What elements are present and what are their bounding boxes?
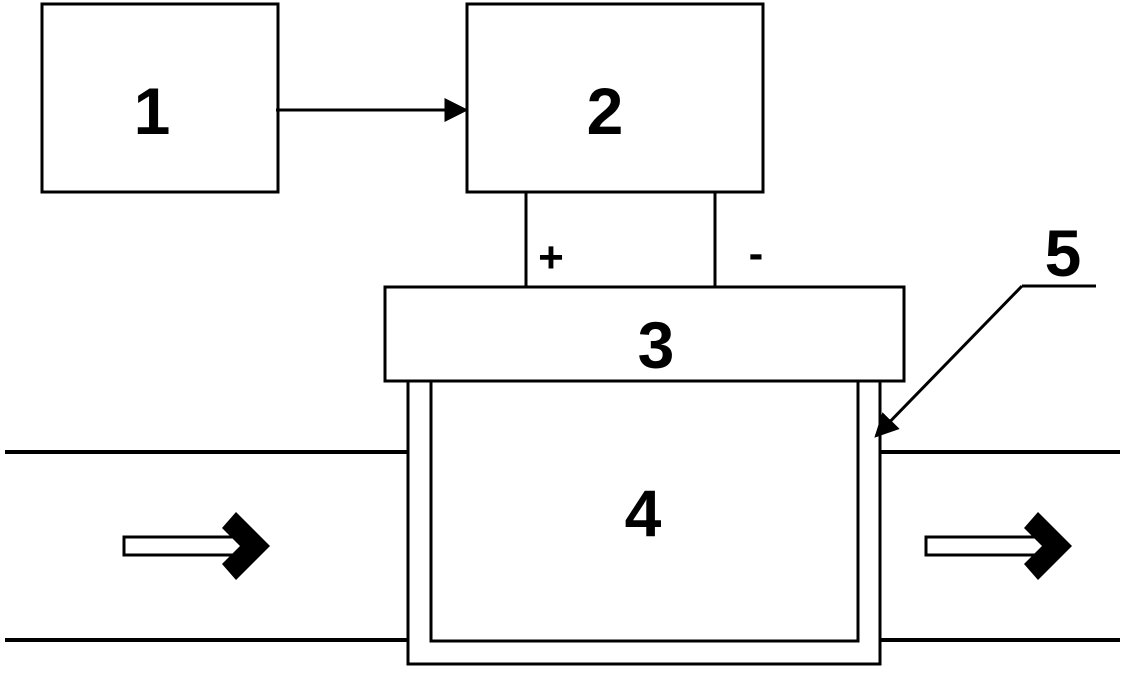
block-1: 1: [40, 2, 280, 194]
block-1-label: 1: [134, 74, 171, 148]
block-4: 4: [406, 376, 882, 666]
terminal-plus-label: +: [538, 233, 564, 282]
terminal-minus-label: -: [749, 229, 764, 278]
block-4-label: 4: [625, 476, 662, 550]
block-3-label: 3: [638, 308, 675, 382]
block-2: 2: [465, 2, 765, 194]
block-2-label: 2: [587, 74, 624, 148]
callout-5-leader: [874, 284, 1024, 438]
right-arrow-icon: [122, 512, 270, 580]
callout-5-label: 5: [1045, 216, 1082, 290]
callout-5: 5: [874, 216, 1096, 438]
right-arrow-icon: [924, 512, 1072, 580]
block-3: 3: [383, 285, 906, 383]
